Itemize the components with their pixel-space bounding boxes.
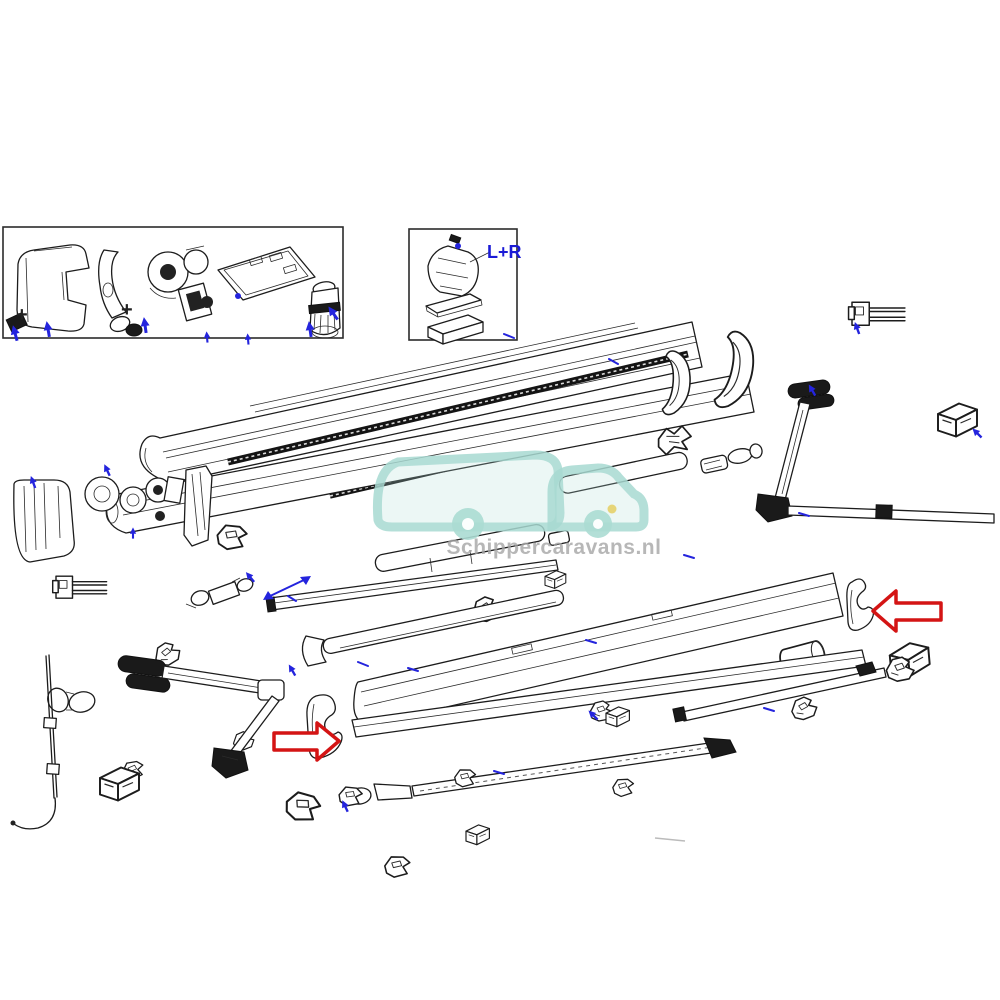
fabric-roller-lower <box>301 589 565 667</box>
part-motor-assembly <box>147 245 213 322</box>
watermark-logo <box>372 450 649 540</box>
crank-rod <box>10 654 60 830</box>
stray-mark <box>654 837 686 842</box>
part-control-box <box>217 246 316 301</box>
part-bracket-bottom-center <box>383 854 412 879</box>
lead-rail-end-cap-right <box>846 578 875 631</box>
part-block-bottom-center <box>465 824 490 846</box>
part-foot-arm-short <box>611 777 636 799</box>
ujoint-cluster-left <box>185 577 254 609</box>
part-lr-tray <box>425 293 483 318</box>
red-arrow-right <box>871 589 943 633</box>
blue-pointer-arrows <box>8 243 985 814</box>
spring-arm-right <box>755 379 995 524</box>
support-arm-short <box>672 661 887 723</box>
red-arrow-left <box>272 721 341 762</box>
plus-mark-1: + <box>16 304 28 326</box>
left-end-cap-group <box>13 465 213 563</box>
part-ring-small <box>119 486 147 514</box>
part-lr-block <box>427 314 484 345</box>
part-ring-large <box>84 476 120 512</box>
flat-strip-profile <box>265 559 559 613</box>
part-pin-bracket-right <box>847 301 906 327</box>
part-mount-block-left <box>99 766 140 802</box>
part-clamp-right <box>789 694 820 723</box>
part-end-fork <box>183 465 213 547</box>
part-cylinder-adapter <box>308 281 341 339</box>
roller-tube-mid <box>374 523 571 573</box>
part-clamp-strap <box>98 249 143 337</box>
inset-box-left: + + <box>2 226 344 339</box>
part-gear-cluster <box>145 476 185 521</box>
part-lr-bracket <box>427 233 479 297</box>
watermark-text: Schippercaravans.nl <box>447 536 662 559</box>
lr-leader-line <box>469 251 491 263</box>
plus-mark-2: + <box>121 299 133 321</box>
lr-label: L+R <box>487 242 522 262</box>
part-gear-block <box>937 402 978 438</box>
watermark-headlight-dot <box>607 504 617 514</box>
spring-arm-left <box>117 655 285 779</box>
part-angled-bracket-left <box>283 789 323 825</box>
part-end-cap-cover <box>16 244 90 332</box>
part-pin-bracket-left <box>51 575 108 599</box>
support-arm-long <box>348 737 737 805</box>
part-bracket-under-case <box>216 524 248 551</box>
part-small-chip <box>5 312 28 333</box>
inset-box-lr: L+R <box>408 228 522 345</box>
part-roller-holder <box>47 687 96 713</box>
part-small-cube <box>544 570 567 589</box>
blue-double-arrow <box>263 576 311 600</box>
part-x-bracket <box>657 425 692 456</box>
